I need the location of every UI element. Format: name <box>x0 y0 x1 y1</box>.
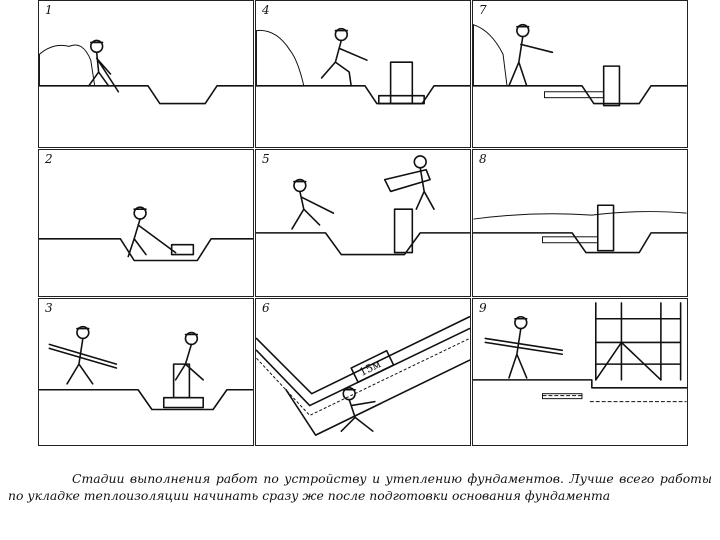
figure-caption: Стадии выполнения работ по устройству и … <box>8 471 712 503</box>
stage-1-drawing <box>39 39 253 105</box>
stage-9-drawing <box>473 302 687 403</box>
stage-4-drawing <box>256 27 470 105</box>
stage-panel-5: 5 <box>255 149 471 297</box>
stage-2-drawing <box>39 206 253 262</box>
stage-panel-3: 3 <box>38 298 254 446</box>
stage-number: 1 <box>45 3 53 17</box>
stage-7-drawing <box>473 23 687 107</box>
stage-number: 7 <box>479 3 487 17</box>
stage-panel-9: 9 <box>472 298 688 446</box>
stage-6-drawing: 15м <box>256 315 470 436</box>
stage-panel-6: 6 15м <box>255 298 471 446</box>
stage-number: 5 <box>262 152 270 166</box>
stage-panel-4: 4 <box>255 0 471 148</box>
stage-number: 3 <box>45 301 53 315</box>
stage-panel-2: 2 <box>38 149 254 297</box>
stage-number: 8 <box>479 152 487 166</box>
stage-8-drawing <box>473 204 687 254</box>
stage-5-drawing <box>256 155 470 256</box>
stages-grid: 1 4 7 <box>38 0 688 448</box>
stage-number: 2 <box>45 152 53 166</box>
stage-number: 6 <box>262 301 270 315</box>
stage-panel-8: 8 <box>472 149 688 297</box>
stage-panel-1: 1 <box>38 0 254 148</box>
stage-3-drawing <box>39 325 253 411</box>
stage-panel-7: 7 <box>472 0 688 148</box>
stage-number: 4 <box>262 3 270 17</box>
stage-number: 9 <box>479 301 487 315</box>
